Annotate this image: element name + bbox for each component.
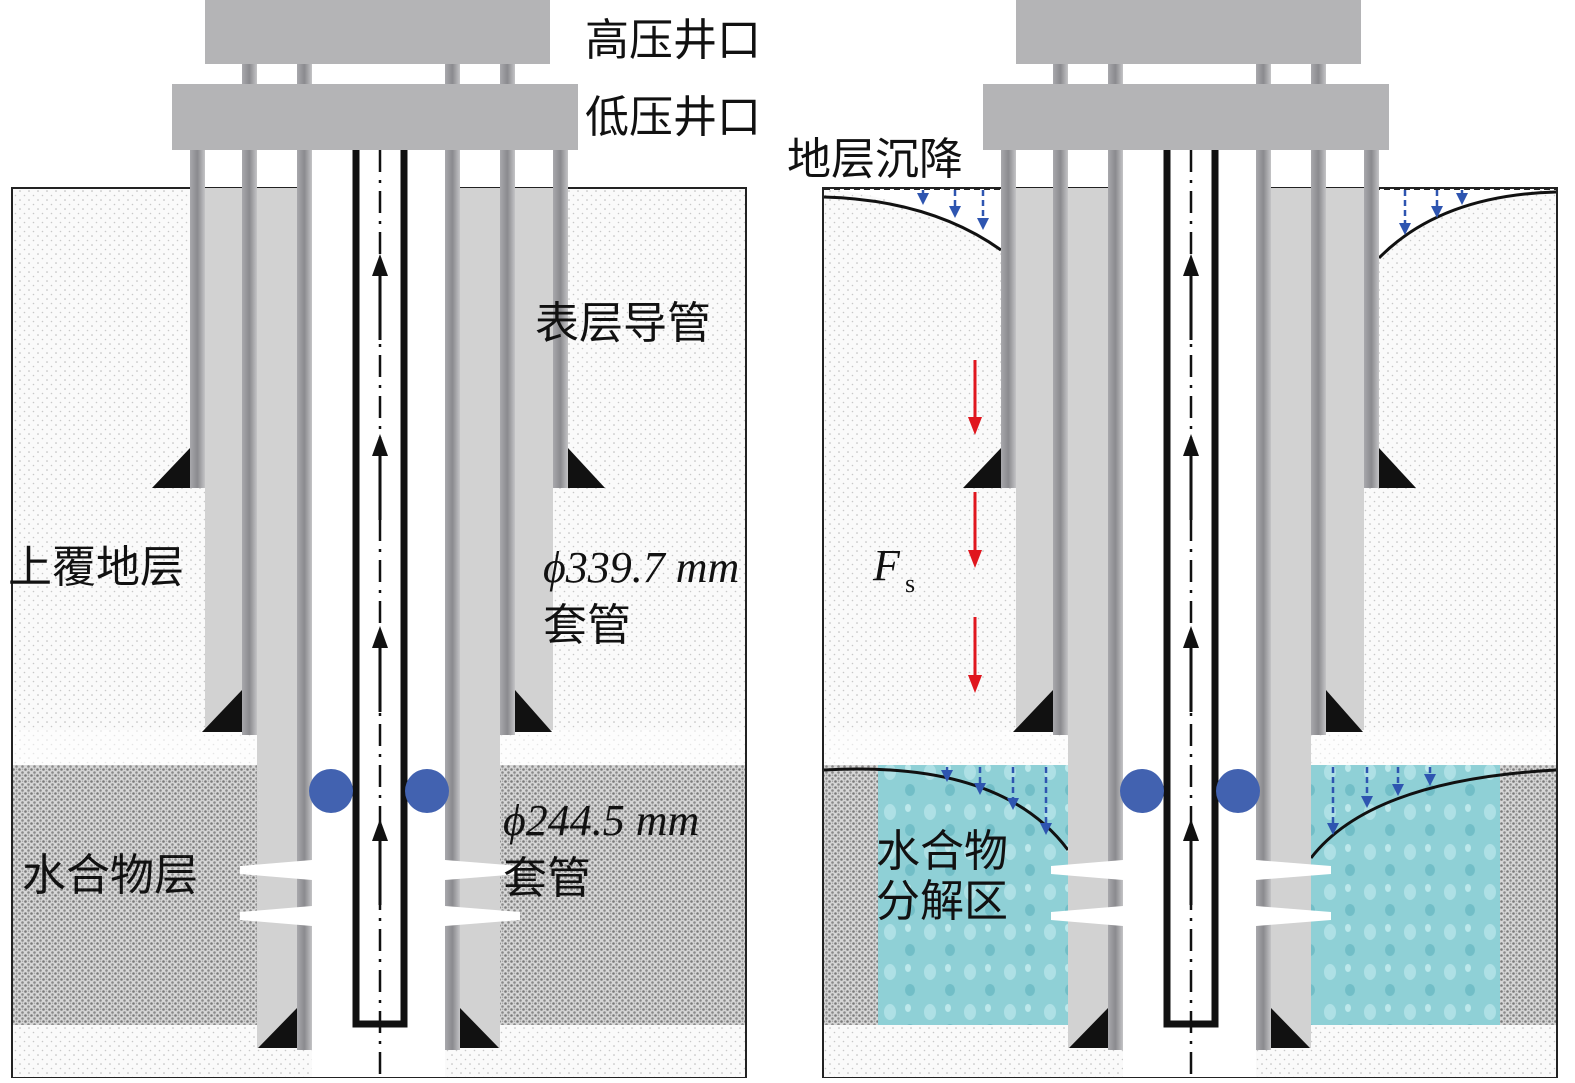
label-force-symbol: F	[872, 541, 901, 590]
subsidence-curve-right	[1377, 190, 1557, 260]
subsidence-curve-left	[823, 195, 1002, 252]
packer-left	[309, 769, 353, 813]
perforation-left	[240, 860, 312, 880]
force-arrow-head-icon	[968, 417, 982, 435]
packer-left	[1120, 769, 1164, 813]
flow-arrow-head-icon	[1183, 626, 1199, 648]
conductor-shoe-left	[152, 448, 190, 488]
low-pressure-wellhead	[983, 84, 1389, 150]
label-force-subscript: s	[905, 569, 915, 598]
packer-right	[1216, 769, 1260, 813]
panel-after-dissociation	[822, 0, 1558, 1078]
casing-339-right	[1311, 64, 1326, 735]
subsidence-arrow-head-icon	[949, 206, 961, 218]
perforation-right	[445, 906, 520, 926]
flow-arrow-head-icon	[372, 819, 388, 841]
dissociation-zone-right	[1310, 765, 1500, 1027]
high-pressure-wellhead	[1016, 0, 1361, 64]
label-casing-244-name: 套管	[503, 853, 591, 904]
surface-conductor-right	[553, 150, 568, 488]
dissociation-arrow-head-icon	[974, 783, 986, 795]
cement-casing-right	[1271, 188, 1311, 1048]
subsidence-arrow-head-icon	[1431, 206, 1443, 218]
casing-244-shoe-left	[258, 1008, 297, 1048]
dissociation-zone-left	[878, 765, 1068, 1027]
conductor-shoe-right	[568, 448, 605, 488]
casing-244-right	[445, 64, 460, 1050]
cement-conductor-right	[515, 188, 553, 730]
casing-339-left	[1053, 64, 1068, 735]
casing-244-left	[297, 64, 312, 1050]
perforation-left	[240, 906, 312, 926]
cement-casing-left	[257, 188, 297, 1048]
casing-339-shoe-right	[1326, 690, 1363, 732]
label-hydrate-layer: 水合物层	[22, 850, 198, 901]
casing-339-shoe-right	[515, 690, 552, 732]
casing-339-left	[242, 64, 257, 735]
cement-conductor-right	[1326, 188, 1364, 730]
surface-conductor-right	[1364, 150, 1379, 488]
flow-arrow-head-icon	[1183, 819, 1199, 841]
conductor-shoe-left	[963, 448, 1001, 488]
packer-right	[405, 769, 449, 813]
cement-casing-left	[1068, 188, 1108, 1048]
flow-arrow-head-icon	[372, 254, 388, 276]
perforation-left	[1051, 906, 1123, 926]
subsidence-gap-left	[824, 189, 1001, 250]
dissociation-arrow-head-icon	[1361, 796, 1373, 808]
cement-conductor-left	[205, 188, 242, 730]
label-formation-subsidence: 地层沉降	[787, 134, 963, 185]
casing-339-right	[500, 64, 515, 735]
casing-244-left	[1108, 64, 1123, 1050]
flow-arrow-head-icon	[372, 626, 388, 648]
subsidence-arrow-head-icon	[917, 193, 929, 205]
perforation-right	[1256, 906, 1331, 926]
perforation-left	[1051, 860, 1123, 880]
dissociation-arrow-head-icon	[1424, 774, 1436, 786]
label-dissociation-zone-1: 水合物	[876, 826, 1008, 877]
subsidence-arrow-head-icon	[1399, 223, 1411, 235]
perforation-right	[445, 860, 520, 880]
dissociation-arrow-head-icon	[1040, 823, 1052, 835]
label-surface-conductor: 表层导管	[535, 298, 711, 349]
perforation-right	[1256, 860, 1331, 880]
panel-before-dissociation	[11, 0, 747, 1078]
conductor-shoe-right	[1379, 448, 1416, 488]
label-low-pressure-wellhead: 低压井口	[585, 92, 761, 143]
flow-arrow-head-icon	[372, 434, 388, 456]
casing-339-shoe-left	[202, 690, 242, 732]
low-pressure-wellhead	[172, 84, 578, 150]
label-casing-339-size: ϕ339.7 mm	[543, 543, 739, 592]
cement-casing-right	[460, 188, 500, 1048]
subsidence-gap-right	[1379, 189, 1556, 258]
force-arrow-head-icon	[968, 675, 982, 693]
label-overburden: 上覆地层	[8, 542, 184, 593]
label-casing-339-name: 套管	[543, 600, 631, 651]
dissociation-arrow-head-icon	[1327, 823, 1339, 835]
cement-conductor-left	[1016, 188, 1053, 730]
dissociation-front-right	[1309, 768, 1557, 859]
casing-244-shoe-right	[460, 1008, 499, 1048]
subsidence-arrow-head-icon	[977, 218, 989, 230]
high-pressure-wellhead	[205, 0, 550, 64]
subsidence-arrow-head-icon	[1456, 193, 1468, 205]
flow-arrow-head-icon	[1183, 254, 1199, 276]
dissociation-arrow-head-icon	[1392, 784, 1404, 796]
casing-339-shoe-left	[1013, 690, 1053, 732]
label-high-pressure-wellhead: 高压井口	[585, 15, 761, 66]
flow-arrow-head-icon	[1183, 434, 1199, 456]
casing-244-shoe-right	[1271, 1008, 1310, 1048]
dissociation-arrow-head-icon	[941, 770, 953, 782]
label-casing-244-size: ϕ244.5 mm	[503, 796, 699, 845]
dissociation-arrow-head-icon	[1007, 798, 1019, 810]
casing-244-right	[1256, 64, 1271, 1050]
force-arrow-head-icon	[968, 550, 982, 568]
label-dissociation-zone-2: 分解区	[876, 876, 1008, 927]
surface-conductor-left	[1001, 150, 1016, 488]
casing-244-shoe-left	[1069, 1008, 1108, 1048]
surface-conductor-left	[190, 150, 205, 488]
